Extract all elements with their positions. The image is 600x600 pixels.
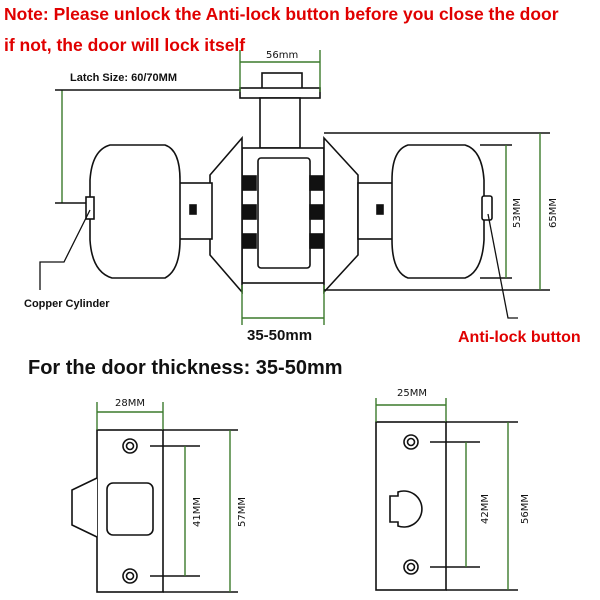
door-thickness-heading: For the door thickness: 35-50mm [28,357,343,379]
knob-height-inner-label: 53MM [512,198,523,228]
latch-plate-width-label: 25MM [397,388,427,399]
note-line-1: Note: Please unlock the Anti-lock button… [4,4,559,24]
knob-height-dimensions [324,132,550,291]
anti-lock-button-label: Anti-lock button [458,329,581,346]
copper-cylinder-leader [39,209,91,290]
latch-plate-hole-spacing-label: 42MM [480,494,491,524]
strike-plate-height-label: 57MM [237,497,248,527]
latch-face-plate [375,421,447,591]
latch-plate-height-label: 56MM [520,494,531,524]
thickness-label: 35-50mm [247,327,312,344]
latch-size-dimension [55,89,240,204]
strike-plate [71,429,164,593]
strike-plate-dimensions [96,402,238,593]
top-width-label: 56mm [266,50,298,61]
top-width-dimension [239,50,321,92]
latch-size-label: Latch Size: 60/70MM [70,72,177,84]
thickness-dimension [241,285,325,325]
copper-cylinder-label: Copper Cylinder [24,298,110,310]
latch-face-plate-dimensions [375,398,518,591]
knob-height-outer-label: 65MM [548,198,559,228]
anti-lock-leader [487,213,518,319]
note-line-2: if not, the door will lock itself [4,35,245,55]
lock-body [85,72,493,295]
strike-plate-width-label: 28MM [115,398,145,409]
strike-plate-hole-spacing-label: 41MM [192,497,203,527]
